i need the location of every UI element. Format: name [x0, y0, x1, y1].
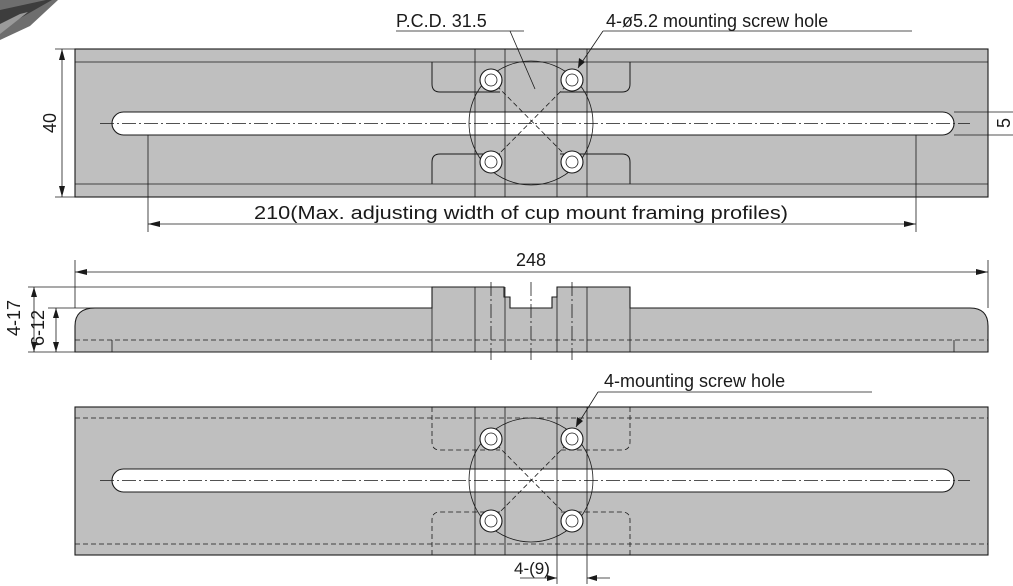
adjust-width-label: 210(Max. adjusting width of cup mount fr…: [254, 203, 788, 223]
thick-a-label: 4-17: [4, 300, 24, 336]
side-plate-body: [74, 286, 989, 353]
screw-hole-callout: 4-mounting screw hole: [575, 371, 872, 428]
pitch-dimension: 4-(9): [514, 555, 610, 584]
pitch-label: 4-(9): [514, 559, 550, 578]
pcd-callout: P.C.D. 31.5: [396, 11, 536, 90]
slot-width-label: 5: [994, 118, 1013, 128]
height-dimension: 40: [40, 48, 75, 198]
screw-hole-label: 4-mounting screw hole: [604, 371, 785, 391]
screw-hole-icon: [479, 427, 584, 533]
height-label: 40: [40, 113, 60, 133]
pcd-label: P.C.D. 31.5: [396, 11, 487, 31]
thick-b-label: 6-12: [28, 310, 48, 346]
top-view: [74, 48, 989, 198]
thickness-dimensions: 4-17 6-12: [4, 286, 432, 353]
bottom-view: [74, 406, 989, 556]
mount-hole-callout: 4-ø5.2 mounting screw hole: [577, 11, 912, 69]
slot-width-dimension: 5: [954, 111, 1013, 136]
side-view: 248: [74, 250, 989, 360]
mount-hole-icon: [479, 68, 584, 174]
corner-photo-fragment: [0, 0, 58, 40]
length-label: 248: [516, 250, 546, 270]
adjust-width-dimension: 210(Max. adjusting width of cup mount fr…: [147, 135, 917, 232]
mount-hole-label: 4-ø5.2 mounting screw hole: [606, 11, 828, 31]
